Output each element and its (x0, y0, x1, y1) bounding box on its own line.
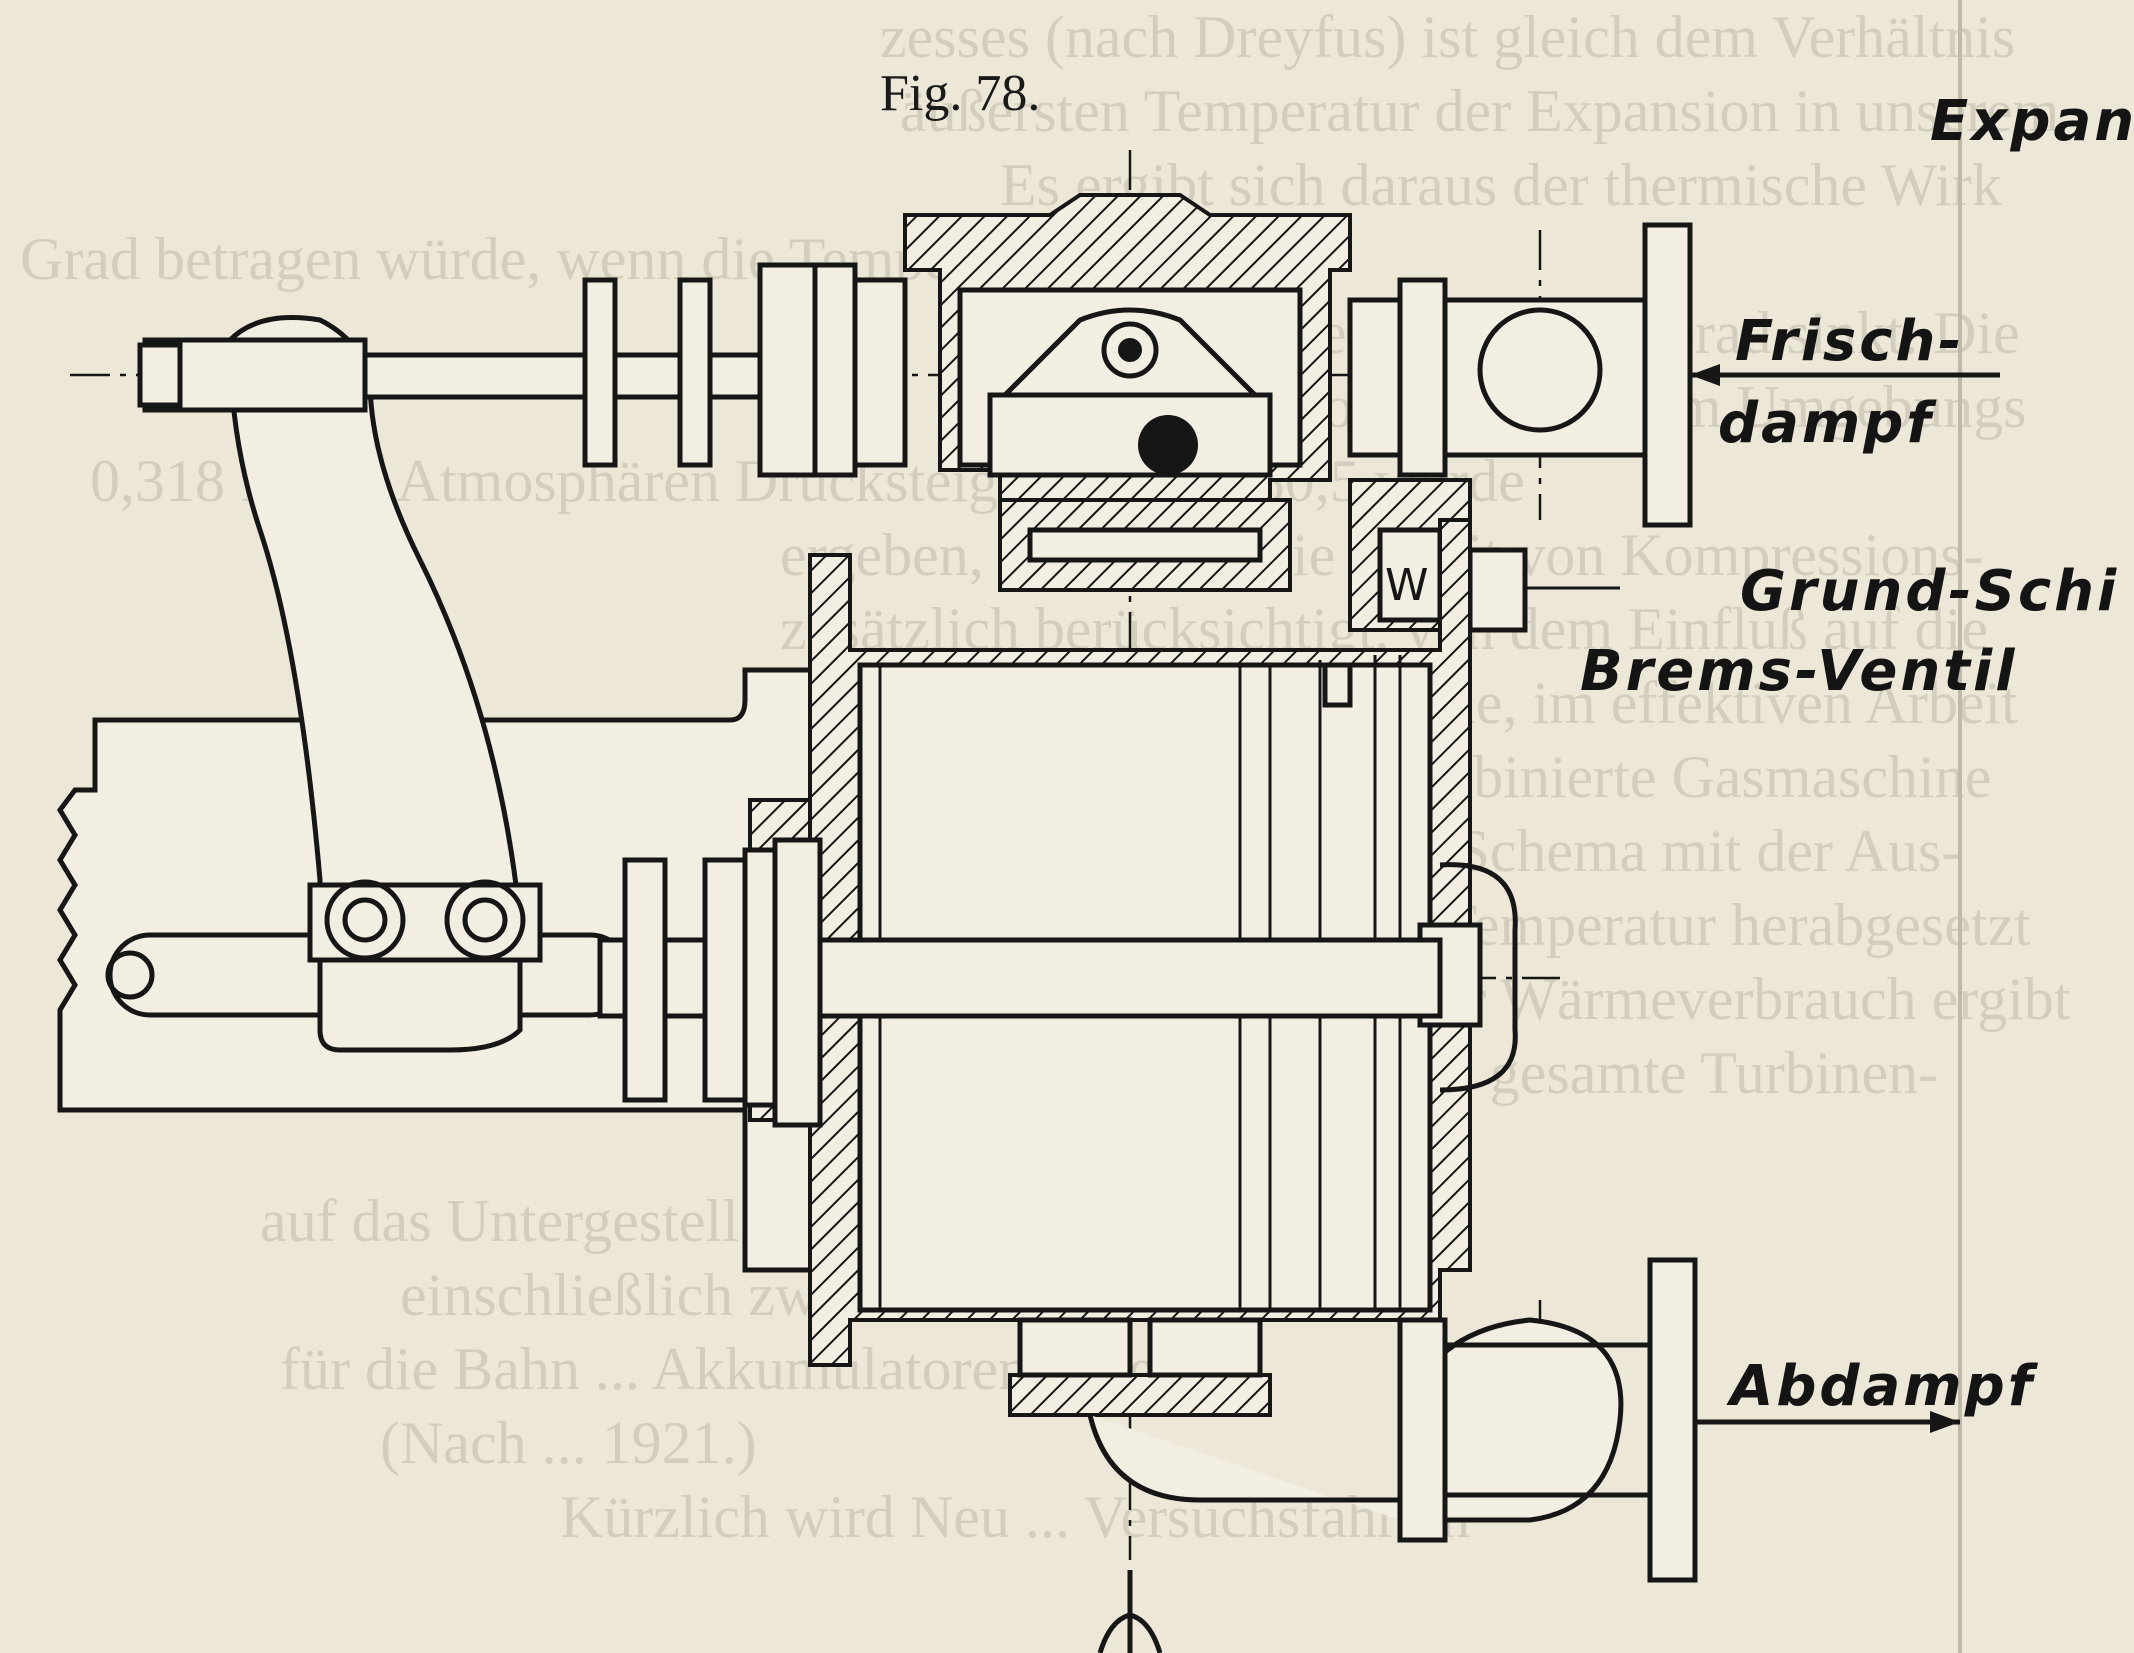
fresh-steam-arrow (1690, 364, 2000, 386)
exhaust-pipe (1008, 1257, 1698, 1583)
bg-line: auf das Untergestell (260, 1188, 739, 1254)
label-exhaust: Abdampf (1726, 1354, 2039, 1419)
label-base-valve: Grund-Schi (1740, 559, 2119, 624)
brake-valve: W (1348, 478, 1528, 633)
label-fresh-steam-2: dampf (1718, 391, 1937, 456)
bottom-nozzle (1097, 1570, 1163, 1653)
bg-line: (Nach ... 1921.) (380, 1410, 757, 1476)
label-fresh-steam-1: Frisch- (1735, 309, 1965, 374)
exhaust-arrow (1690, 1411, 1960, 1433)
lower-shaft (597, 837, 1443, 1128)
steam-inlet-pipe (1347, 222, 1693, 528)
figure-caption: Fig. 78. (880, 65, 1040, 122)
bg-line: äußersten Temperatur der Expansion in un… (900, 78, 2060, 144)
label-expansion: Expan (1930, 89, 2134, 154)
valve-housing (903, 193, 1352, 592)
bg-line: zesses (nach Dreyfus) ist gleich dem Ver… (880, 4, 2016, 70)
svg-text:W: W (1385, 560, 1429, 611)
support-bracket (137, 315, 543, 1053)
label-brake-valve: Brems-Ventil (1580, 639, 2017, 704)
upper-shaft (362, 262, 908, 478)
